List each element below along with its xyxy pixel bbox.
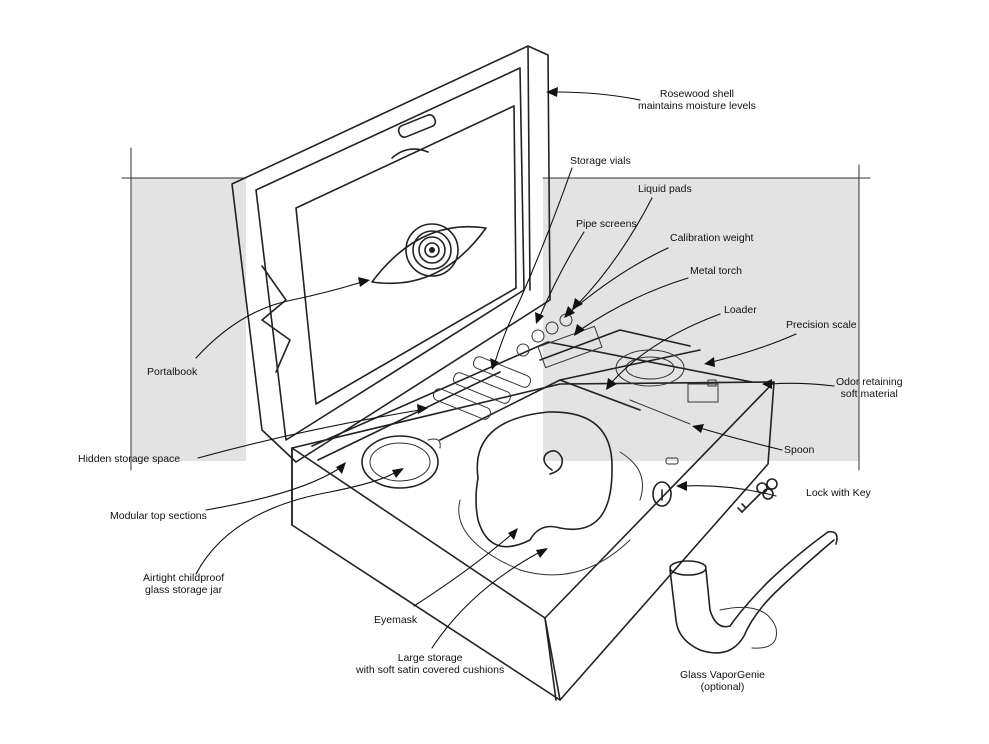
- vaporgenie: [669, 530, 838, 654]
- label-line: Rosewood shell: [659, 88, 735, 100]
- backdrop-panel: [121, 147, 871, 471]
- label-large-storage: Large storage with soft satin covered cu…: [356, 652, 504, 676]
- label-precision-scale: Precision scale: [786, 319, 857, 331]
- label-line: glass storage jar: [145, 584, 223, 596]
- label-line: Odor retaining: [836, 376, 903, 388]
- label-line: (optional): [700, 681, 745, 693]
- interior-compartments: [311, 313, 753, 461]
- leader-lines: [195, 87, 835, 649]
- key-icon: [737, 478, 778, 513]
- label-line: Airtight childproof: [143, 572, 225, 584]
- label-line: maintains moisture levels: [638, 100, 756, 112]
- label-line: soft material: [840, 388, 898, 400]
- label-lock-with-key: Lock with Key: [806, 487, 871, 499]
- eye-icon: [371, 223, 487, 285]
- label-jar: Airtight childproof glass storage jar: [143, 572, 224, 596]
- box-base: [291, 381, 775, 701]
- label-metal-torch: Metal torch: [690, 265, 742, 277]
- label-modular-sections: Modular top sections: [110, 510, 207, 522]
- label-line: with soft satin covered cushions: [356, 664, 505, 676]
- label-line: Large storage: [397, 652, 463, 664]
- label-hidden-storage: Hidden storage space: [78, 453, 181, 465]
- label-line: Glass VaporGenie: [680, 669, 766, 681]
- label-odor-material: Odor retaining soft material: [836, 376, 903, 400]
- label-liquid-pads: Liquid pads: [638, 183, 692, 195]
- keyhole-icon: [652, 457, 679, 507]
- label-portalbook: Portalbook: [147, 366, 198, 378]
- label-rosewood-shell: Rosewood shell maintains moisture levels: [638, 88, 756, 112]
- spiral-icon: [543, 450, 564, 475]
- glass-jar: [361, 435, 441, 489]
- label-storage-vials: Storage vials: [570, 155, 631, 167]
- label-loader: Loader: [724, 304, 757, 316]
- label-vaporgenie: Glass VaporGenie (optional): [680, 669, 765, 693]
- portalbook-lid: [231, 45, 551, 463]
- label-spoon: Spoon: [784, 444, 815, 456]
- label-eyemask: Eyemask: [374, 614, 418, 626]
- label-pipe-screens: Pipe screens: [576, 218, 637, 230]
- eyemask: [458, 411, 643, 576]
- label-calibration-weight: Calibration weight: [670, 232, 754, 244]
